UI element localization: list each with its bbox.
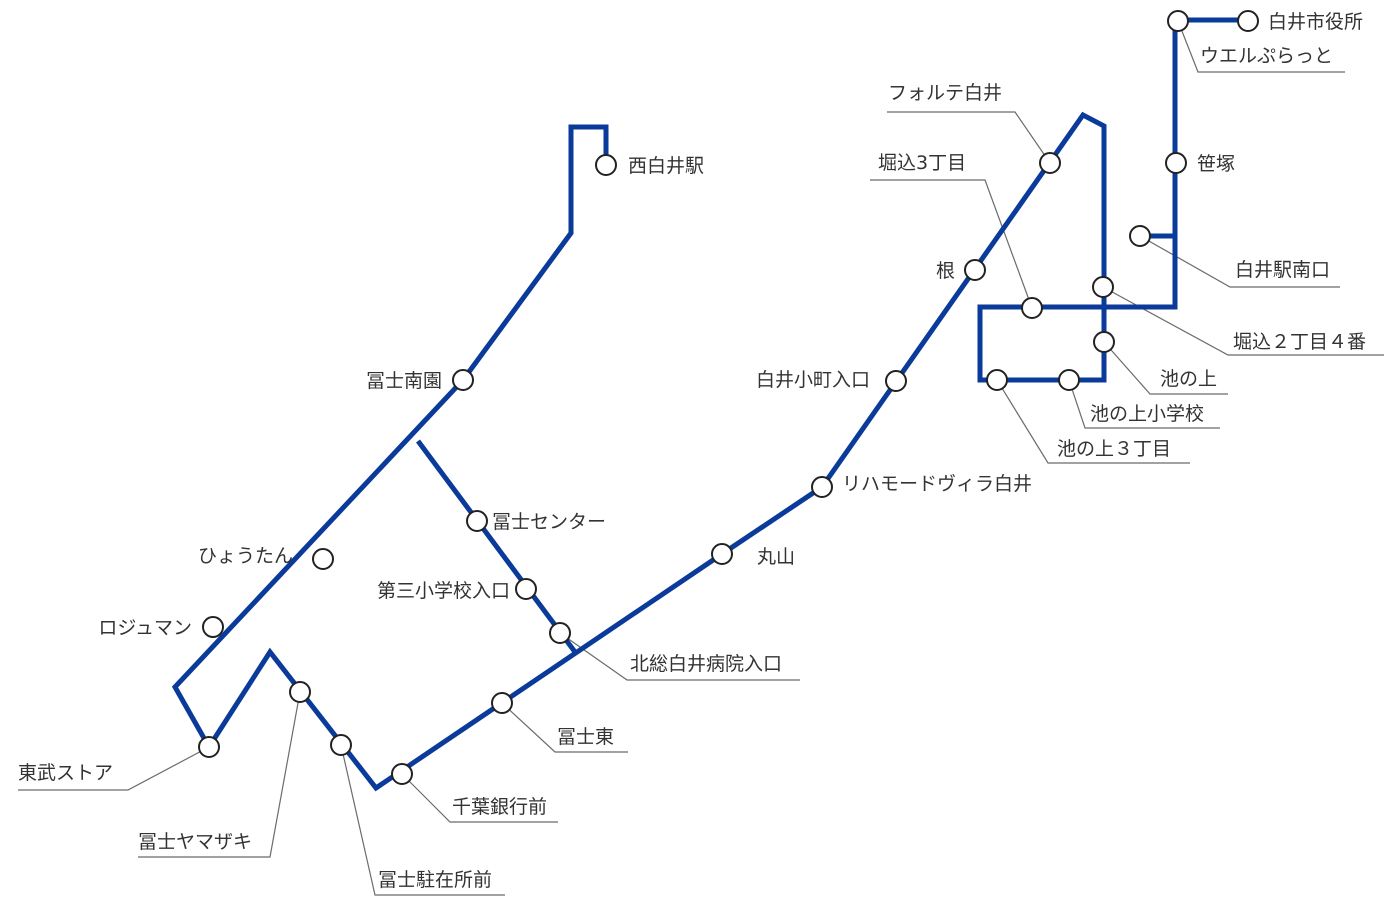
leader-horigome3: [870, 179, 1033, 309]
stop-horigome-3[interactable]: [1021, 297, 1043, 319]
stop-fuji-higashi[interactable]: [491, 692, 513, 714]
label-shiroi-city-hall: 白井市役所: [1268, 11, 1363, 33]
leader-lines: [18, 20, 1384, 896]
stop-tobu-store[interactable]: [198, 736, 220, 758]
label-hokuso-hospital: 北総白井病院入口: [630, 653, 782, 675]
leader-fuji-higashi: [501, 702, 628, 753]
stop-ikenoue[interactable]: [1093, 331, 1115, 353]
stop-fuji-center[interactable]: [466, 510, 488, 532]
label-sasazuka: 笹塚: [1197, 153, 1235, 175]
stop-ikenoue-3[interactable]: [986, 369, 1008, 391]
stop-nishi-shiroi-eki[interactable]: [595, 154, 617, 176]
leader-chuzaisho: [340, 744, 505, 896]
stop-ne[interactable]: [964, 259, 986, 281]
leader-forte: [887, 111, 1051, 164]
leader-tobu: [18, 746, 210, 791]
stop-maruyama[interactable]: [711, 543, 733, 565]
leader-ikenoue: [1103, 341, 1228, 395]
stop-rojuman[interactable]: [202, 616, 224, 638]
label-ikenoue-3: 池の上３丁目: [1057, 438, 1171, 460]
stop-horigome-2-4[interactable]: [1092, 276, 1114, 298]
label-fuji-nanen: 冨士南園: [366, 370, 442, 392]
leader-welplatto: [1177, 20, 1345, 73]
label-ne: 根: [936, 260, 955, 282]
stop-ikenoue-school[interactable]: [1058, 369, 1080, 391]
stop-welplatto[interactable]: [1167, 10, 1189, 32]
label-shiroi-eki-minami: 白井駅南口: [1235, 259, 1330, 281]
label-daisan-shogakko: 第三小学校入口: [377, 580, 510, 602]
label-fuji-chuzaisho: 冨士駐在所前: [378, 869, 492, 891]
label-forte-shiroi: フォルテ白井: [888, 82, 1002, 104]
leader-ikenoue3: [996, 379, 1190, 464]
stop-shiroi-komachi[interactable]: [885, 370, 907, 392]
stop-shiroi-eki-minami[interactable]: [1129, 225, 1151, 247]
stop-fuji-nanen[interactable]: [452, 369, 474, 391]
label-chiba-ginko: 千葉銀行前: [452, 796, 547, 818]
leader-yamazaki: [138, 691, 301, 858]
label-ikenoue: 池の上: [1160, 368, 1217, 390]
label-horigome-2-4: 堀込２丁目４番: [1233, 331, 1366, 353]
stop-chiba-ginko[interactable]: [391, 763, 413, 785]
label-rihamode: リハモードヴィラ白井: [842, 473, 1032, 495]
stop-fuji-yamazaki[interactable]: [289, 681, 311, 703]
label-fuji-center: 冨士センター: [492, 511, 606, 533]
stop-daisan-shogakko[interactable]: [515, 578, 537, 600]
route-fuji-center-branch: [415, 439, 578, 654]
label-ikenoue-school: 池の上小学校: [1090, 403, 1204, 425]
stop-hokuso-hospital[interactable]: [549, 622, 571, 644]
label-maruyama: 丸山: [757, 546, 795, 568]
leader-ikenoue-school: [1068, 379, 1220, 429]
leader-horigome24: [1102, 286, 1384, 356]
label-nishi-shiroi-eki: 西白井駅: [628, 155, 704, 177]
label-rojuman: ロジュマン: [98, 617, 192, 639]
stop-labels: 西白井駅 冨士南園 冨士センター 第三小学校入口 北総白井病院入口 ひょうたん …: [18, 11, 1366, 891]
leader-chiba-ginko: [401, 773, 558, 823]
label-fuji-yamazaki: 冨士ヤマザキ: [138, 831, 252, 853]
label-welplatto: ウエルぷらっと: [1200, 45, 1333, 67]
stop-rihamode[interactable]: [811, 476, 833, 498]
leader-minami: [1139, 235, 1340, 288]
label-tobu-store: 東武ストア: [18, 762, 113, 784]
label-horigome-3: 堀込3丁目: [878, 152, 966, 174]
stop-shiroi-city-hall[interactable]: [1237, 10, 1259, 32]
stop-forte-shiroi[interactable]: [1039, 152, 1061, 174]
stop-sasazuka[interactable]: [1165, 152, 1187, 174]
stop-hyoutan[interactable]: [312, 548, 334, 570]
stop-fuji-chuzaisho[interactable]: [330, 734, 352, 756]
stops: [198, 10, 1259, 785]
label-fuji-higashi: 冨士東: [557, 726, 614, 748]
label-hyoutan: ひょうたん: [198, 545, 293, 567]
label-shiroi-komachi: 白井小町入口: [756, 369, 870, 391]
